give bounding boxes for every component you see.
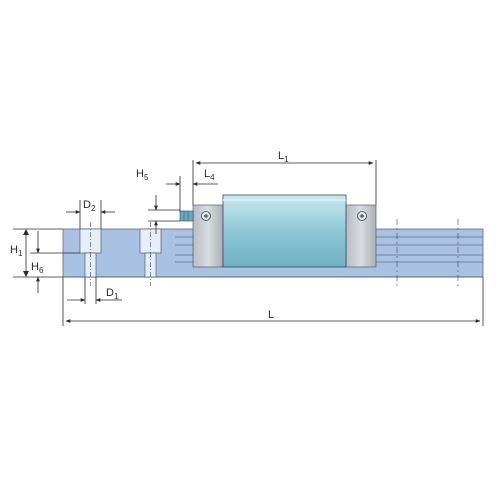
grease-nipple-icon	[179, 210, 194, 222]
svg-text:H1: H1	[10, 244, 23, 258]
mounting-hole	[79, 222, 102, 286]
dimension-d2: D2	[66, 199, 115, 229]
dimension-h1: H1	[10, 228, 63, 278]
svg-text:D1: D1	[106, 287, 119, 301]
dimension-h6: H6	[30, 231, 80, 293]
screw-head-icon	[201, 211, 211, 221]
mounting-hole	[139, 222, 162, 286]
svg-text:D2: D2	[83, 199, 96, 213]
carriage	[179, 194, 377, 268]
svg-text:H5: H5	[136, 168, 149, 182]
svg-text:L: L	[268, 309, 274, 321]
dimension-l4: L4	[166, 160, 218, 212]
svg-text:L4: L4	[204, 168, 215, 182]
svg-text:H6: H6	[31, 261, 44, 275]
dimension-l: L	[62, 277, 484, 326]
dimension-l1: L1	[195, 150, 377, 205]
carriage-body	[222, 194, 347, 268]
dimension-d1: D1	[67, 277, 122, 304]
screw-head-icon	[357, 211, 367, 221]
dimension-h5: H5	[136, 168, 180, 234]
svg-text:L1: L1	[278, 150, 289, 164]
